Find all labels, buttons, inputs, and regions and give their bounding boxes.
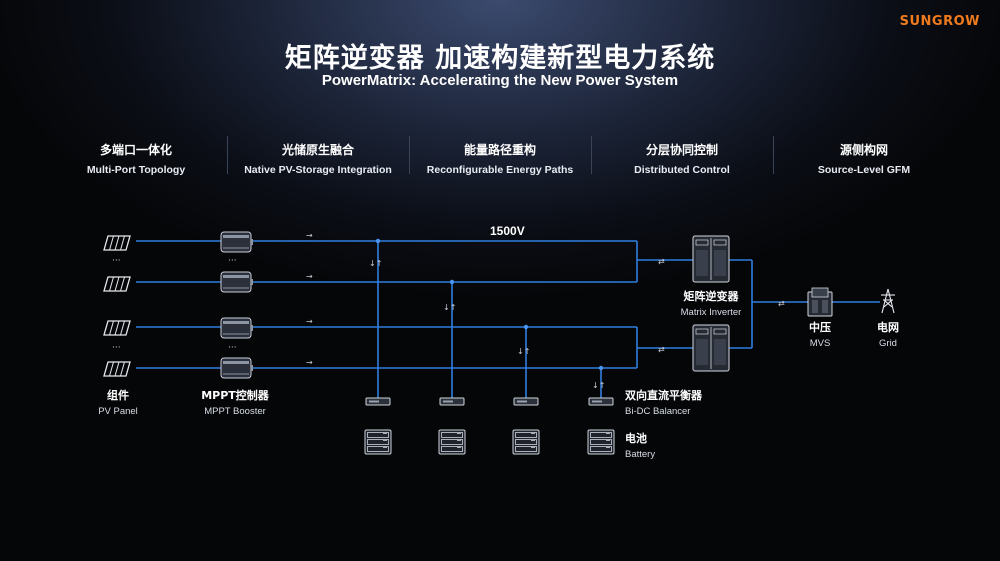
mppt-booster-icon [220, 317, 254, 339]
feature-label-cn: 多端口一体化 [99, 143, 172, 157]
arrow-bidir-icon: ⇄ [778, 299, 785, 308]
battery-icon [587, 429, 615, 455]
feature-label-cn: 能量路径重构 [463, 143, 536, 157]
bidc-balancer-icon [513, 397, 539, 406]
battery-label: 电池 Battery [625, 430, 655, 460]
matrix-inverter-label: 矩阵逆变器 Matrix Inverter [666, 288, 756, 318]
bus-node [375, 238, 381, 244]
arrow-bidir-icon: ⇄ [658, 257, 665, 266]
label-en: Matrix Inverter [680, 307, 742, 318]
voltage-label: 1500V [490, 224, 525, 238]
battery-icon [438, 429, 466, 455]
bidc-balancer-icon [588, 397, 614, 406]
arrow-updown-icon: ↓↑ [517, 347, 530, 356]
arrow-right-icon: → [306, 272, 313, 281]
matrix-inverter-icon [692, 324, 730, 372]
ac-link [751, 260, 880, 348]
feature-label-en: Reconfigurable Energy Paths [426, 164, 574, 176]
pv-panel-icon [103, 235, 131, 251]
battery-feeders [377, 241, 602, 398]
bidc-balancer-icon [439, 397, 465, 406]
arrow-updown-icon: ↓↑ [369, 259, 382, 268]
feature-label-cn: 分层协同控制 [645, 143, 718, 157]
feature-gfm: 源侧构网 Source-Level GFM [773, 136, 955, 176]
arrow-right-icon: → [306, 231, 313, 240]
ellipsis: ··· [112, 256, 121, 266]
feature-strip: 多端口一体化 Multi-Port Topology 光储原生融合 Native… [45, 136, 955, 176]
page-subtitle: PowerMatrix: Accelerating the New Power … [321, 72, 679, 89]
mppt-label: MPPT控制器 MPPT Booster [190, 387, 280, 417]
label-cn: 双向直流平衡器 [625, 389, 702, 402]
ellipsis: ··· [228, 343, 237, 353]
sungrow-logo: SUNGROW [899, 14, 980, 29]
bus-node [523, 324, 529, 330]
arrow-right-icon: → [306, 358, 313, 367]
feature-pv-storage: 光储原生融合 Native PV-Storage Integration [227, 136, 409, 176]
feature-label-cn: 光储原生融合 [281, 143, 354, 157]
label-cn: 矩阵逆变器 [683, 290, 739, 303]
feature-label-en: Native PV-Storage Integration [244, 164, 392, 176]
battery-icon [512, 429, 540, 455]
label-cn: 电池 [625, 432, 647, 445]
dc-bus-top [136, 240, 752, 283]
label-cn: MPPT控制器 [201, 389, 269, 402]
matrix-inverter-icon [692, 235, 730, 283]
feature-multi-port: 多端口一体化 Multi-Port Topology [45, 136, 227, 176]
label-cn: 组件 [107, 389, 129, 402]
grid-label: 电网 Grid [868, 319, 908, 349]
label-en: MPPT Booster [204, 406, 266, 417]
page-title: 矩阵逆变器 加速构建新型电力系统 [284, 43, 716, 74]
pv-panel-icon [103, 320, 131, 336]
grid-tower-icon [881, 288, 895, 314]
pv-panel-icon [103, 276, 131, 292]
mvs-transformer-icon [807, 287, 833, 317]
mppt-booster-icon [220, 231, 254, 253]
label-en: MVS [809, 338, 831, 349]
ellipsis: ··· [228, 256, 237, 266]
mppt-booster-icon [220, 357, 254, 379]
mvs-label: 中压 MVS [800, 319, 840, 349]
bidc-balancer-label: 双向直流平衡器 Bi-DC Balancer [625, 387, 702, 417]
label-cn: 中压 [809, 321, 831, 334]
mppt-booster-icon [220, 271, 254, 293]
feature-label-cn: 源侧构网 [839, 143, 888, 157]
ellipsis: ··· [112, 343, 121, 353]
arrow-right-icon: → [306, 317, 313, 326]
feature-label-en: Multi-Port Topology [86, 164, 186, 176]
arrow-updown-icon: ↓↑ [592, 381, 605, 390]
dc-bus-bottom [136, 326, 752, 369]
feeder-nodes [375, 238, 604, 371]
bidc-balancer-icon [365, 397, 391, 406]
arrow-bidir-icon: ⇄ [658, 345, 665, 354]
pv-panel-label: 组件 PV Panel [88, 387, 148, 417]
label-en: Grid [879, 338, 897, 349]
bus-node [598, 365, 604, 371]
pv-panel-icon [103, 361, 131, 377]
feature-label-en: Source-Level GFM [817, 164, 911, 176]
bus-node [449, 279, 455, 285]
arrow-updown-icon: ↓↑ [443, 303, 456, 312]
feature-label-en: Distributed Control [634, 164, 730, 176]
label-en: PV Panel [98, 406, 138, 417]
label-en: Battery [625, 449, 656, 460]
battery-icon [364, 429, 392, 455]
feature-energy-paths: 能量路径重构 Reconfigurable Energy Paths [409, 136, 591, 176]
label-cn: 电网 [877, 321, 899, 334]
feature-distributed-control: 分层协同控制 Distributed Control [591, 136, 773, 176]
label-en: Bi-DC Balancer [625, 406, 691, 417]
